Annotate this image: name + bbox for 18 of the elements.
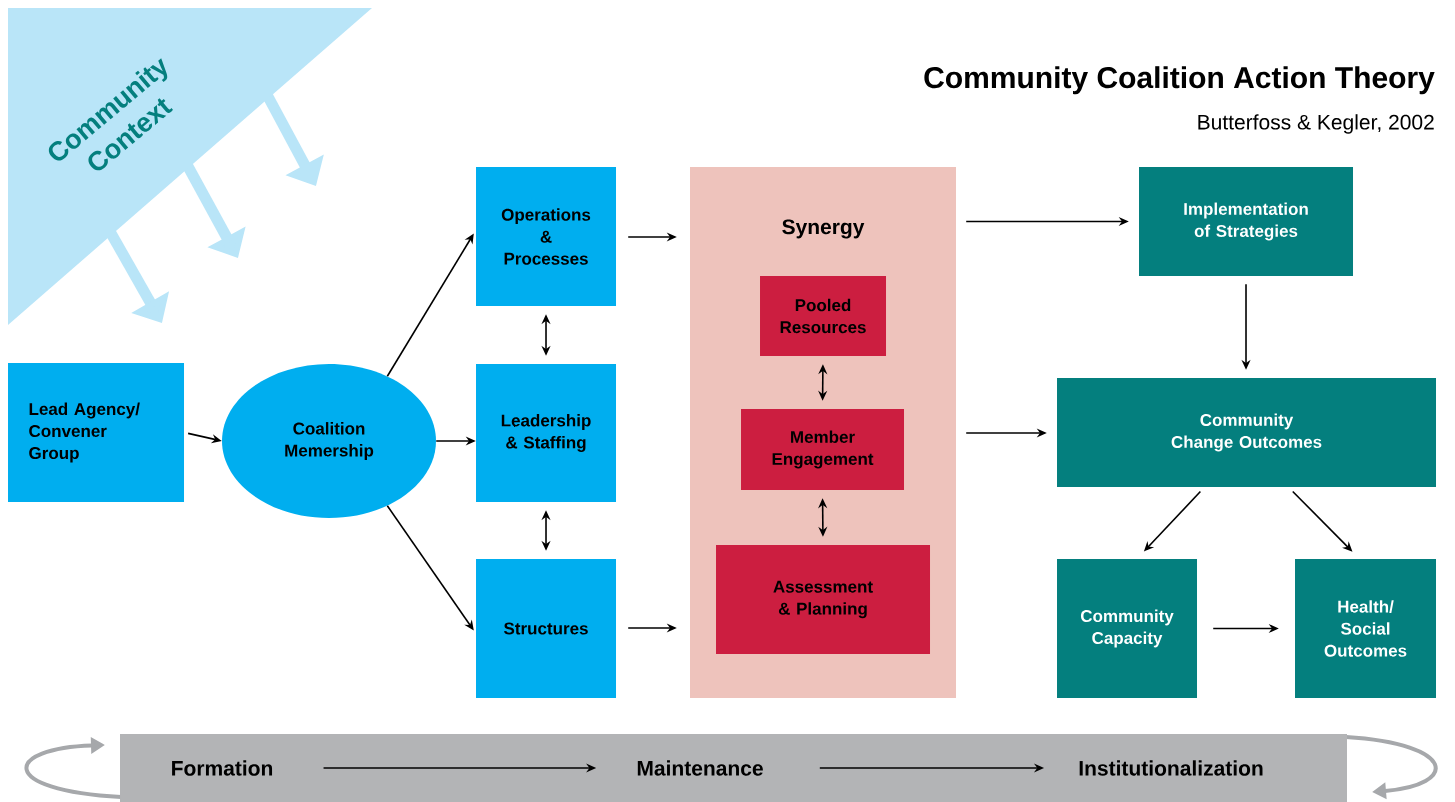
process-box: Assessment & Planning [716, 545, 930, 654]
outcome-box: Health/ Social Outcomes [1295, 559, 1436, 698]
process-box: Operations & Processes [476, 167, 616, 306]
process-box: Leadership & Staffing [476, 364, 616, 502]
stage-label: Maintenance [637, 760, 763, 776]
process-box: Pooled Resources [760, 276, 886, 356]
stage-band [120, 734, 1347, 802]
process-box: Member Engagement [741, 409, 904, 490]
title: Community Coalition Action Theory [924, 66, 1435, 95]
outcome-box: Community Capacity [1057, 559, 1197, 698]
process-box: Structures [476, 559, 616, 698]
process-box: Lead Agency/ Convener Group [8, 363, 184, 502]
outcome-box: Implementation of Strategies [1139, 167, 1353, 276]
citation: Butterfoss & Kegler, 2002 [1198, 114, 1434, 134]
stage-label: Institutionalization [1079, 760, 1263, 776]
outcome-box: Community Change Outcomes [1057, 378, 1436, 487]
ellipse-node: Coalition Memership [222, 364, 436, 518]
stage-label: Formation [172, 760, 273, 776]
